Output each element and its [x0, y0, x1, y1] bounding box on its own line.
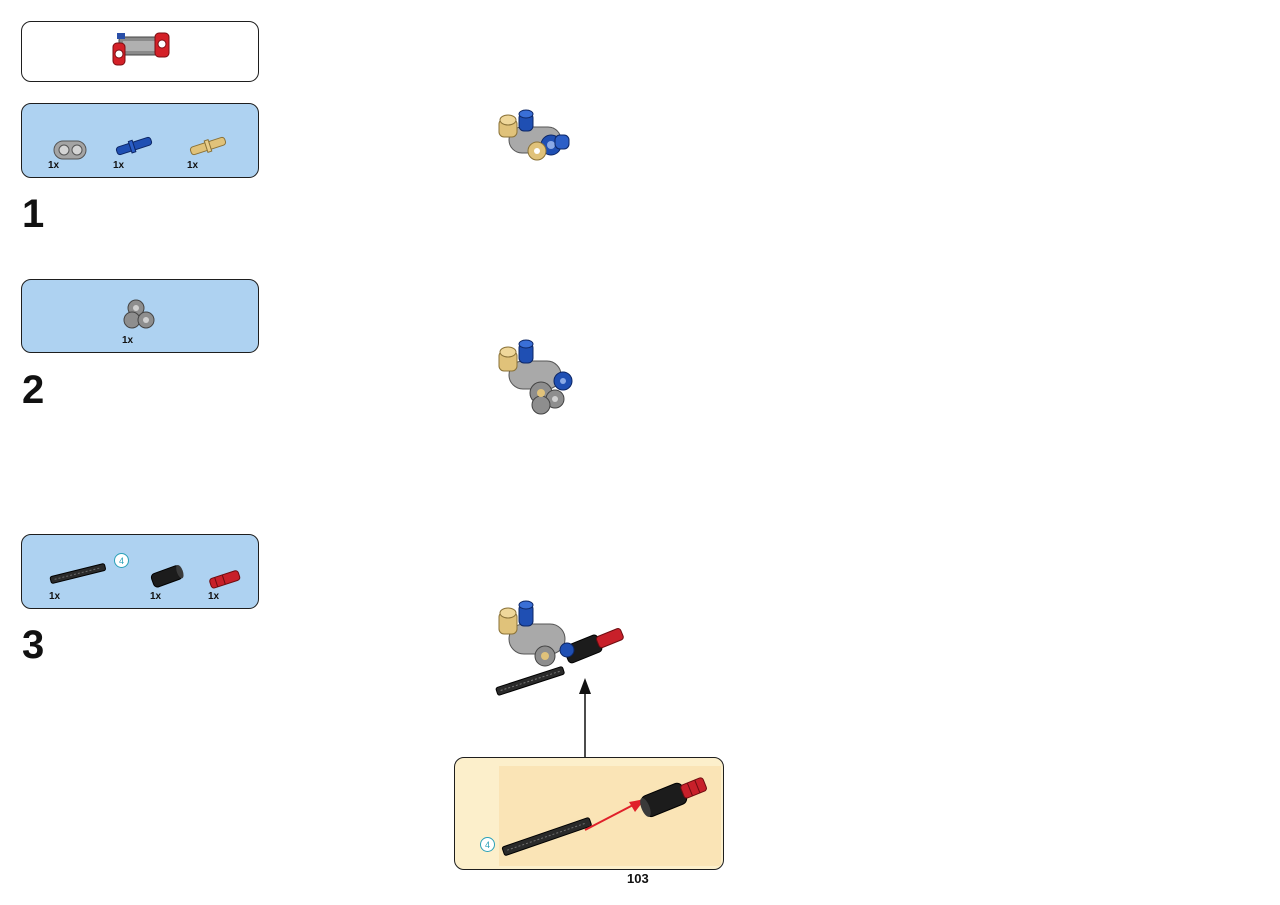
step-number: 2	[22, 368, 45, 412]
assembly-arrow-icon	[579, 678, 591, 757]
part-quantity: 1x	[150, 591, 162, 602]
step-3-assembly-icon	[495, 600, 624, 696]
part-quantity: 1x	[208, 591, 220, 602]
step-number: 1	[22, 192, 45, 236]
part-quantity: 1x	[187, 160, 199, 171]
step-2-assembly-icon	[498, 339, 573, 415]
page-number: 103	[627, 871, 649, 886]
sub-assembly-callout: 4	[454, 757, 724, 870]
gray-double-pin-connector-icon	[53, 140, 87, 160]
step-3-parts-list: 4 1x 1x 1x	[21, 534, 259, 609]
part-quantity: 1x	[49, 591, 61, 602]
step-1-parts-list: 1x 1x 1x	[21, 103, 259, 178]
red-gray-submodel-assembly-icon	[112, 32, 170, 66]
red-axle-pin-icon	[209, 570, 241, 589]
axle-length-badge: 4	[114, 553, 129, 568]
black-axle-connector-icon	[150, 564, 184, 588]
step-2-parts-list: 1x	[21, 279, 259, 353]
black-axle-connector-with-red-pin-icon	[640, 777, 707, 818]
axle-length-badge: 4	[480, 837, 495, 852]
part-quantity: 1x	[48, 160, 60, 171]
part-quantity: 1x	[122, 335, 134, 346]
black-axle-4-icon	[49, 563, 106, 584]
gray-pin-joiner-icon	[123, 299, 155, 329]
blue-axle-pin-icon	[115, 136, 153, 156]
black-axle-4-icon	[501, 817, 592, 856]
step-number: 3	[22, 623, 45, 667]
submodel-preview-box	[21, 21, 259, 82]
part-quantity: 1x	[113, 160, 125, 171]
tan-pin-icon	[189, 136, 227, 156]
step-1-assembly-icon	[498, 109, 570, 161]
